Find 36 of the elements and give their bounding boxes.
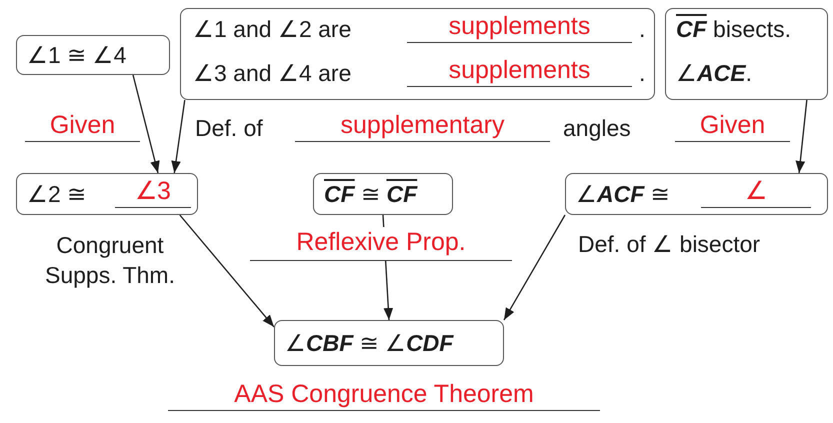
arrow (796, 100, 808, 174)
statement-text: ∠ACE. (676, 59, 752, 87)
statement-box (665, 8, 828, 100)
statement-box (313, 173, 453, 215)
statement-text: ∠ACF ≅ (576, 180, 670, 208)
filled-blank: ∠ (701, 176, 811, 208)
statement-text: ∠3 and ∠4 are (193, 59, 352, 87)
filled-blank: supplements (407, 11, 632, 43)
arrow (171, 100, 186, 174)
filled-blank: supplements (407, 55, 632, 87)
filled-blank: Given (25, 110, 140, 142)
statement-box (16, 35, 170, 75)
statement-text: . (639, 59, 646, 87)
statement-text: . (639, 15, 646, 43)
arrow (132, 74, 160, 174)
reason-text: Congruent Supps. Thm. (44, 231, 176, 290)
statement-box (565, 173, 828, 215)
filled-blank: Given (675, 110, 790, 142)
filled-blank: supplementary (295, 110, 550, 142)
statement-text: CF ≅ CF (324, 180, 418, 208)
filled-blank: ∠3 (115, 176, 191, 208)
filled-blank: AAS Congruence Theorem (168, 379, 600, 411)
filled-blank: Reflexive Prop. (250, 227, 512, 261)
arrow (503, 214, 566, 320)
reason-text: Def. of (195, 114, 263, 142)
reason-text: angles (563, 114, 631, 142)
arrow (179, 214, 274, 328)
reason-text: Def. of ∠ bisector (578, 230, 760, 258)
statement-box (180, 8, 655, 100)
statement-text: CF bisects. (676, 15, 792, 43)
statement-text: ∠CBF ≅ ∠CDF (285, 329, 454, 357)
statement-text: ∠1 ≅ ∠4 (27, 41, 126, 69)
statement-box (274, 320, 504, 366)
statement-text: ∠1 and ∠2 are (193, 15, 352, 43)
statement-box (16, 173, 198, 215)
statement-text: ∠2 ≅ (27, 180, 86, 208)
